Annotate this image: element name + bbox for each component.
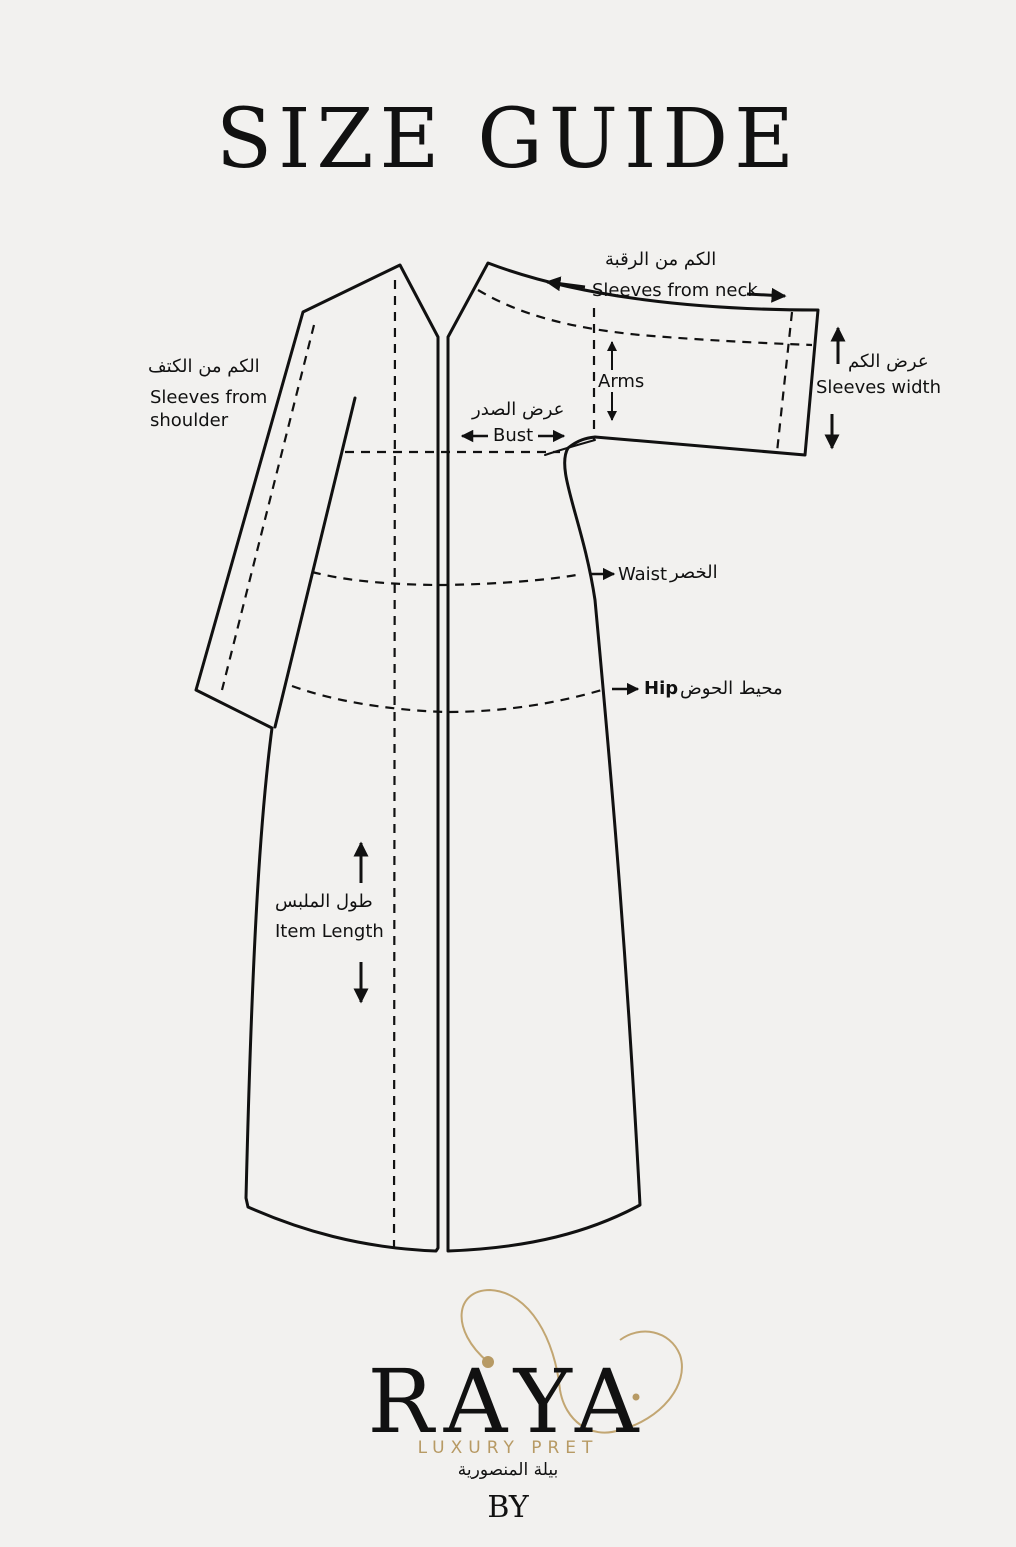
hip-en: Hip (644, 678, 679, 699)
item-length-ar: طول الملبس (275, 891, 373, 912)
sleeve-cuff-dashed (775, 311, 794, 453)
sleeves-width-en: Sleeves width (816, 377, 942, 398)
garment-left-outline (194, 263, 440, 1253)
shoulder-curve (544, 439, 596, 456)
brand-swirl (460, 1288, 683, 1434)
brand-logo: RAYA (367, 1350, 649, 1453)
garment-right-outline (446, 261, 820, 1253)
sleeves-from-neck-ar: الكم من الرقبة (605, 249, 717, 270)
neck-sleeve-dashed (477, 289, 813, 347)
left-sleeve-dashed (220, 324, 316, 691)
waist-en: Waist (618, 564, 668, 585)
brand-arabic: بيلة المنصورية (457, 1460, 559, 1480)
waist-ar: الخصر (670, 562, 718, 583)
hip-dashed-line (291, 684, 603, 714)
page-title: SIZE GUIDE (215, 92, 801, 187)
sleeves-from-shoulder-en-2: shoulder (150, 410, 229, 431)
left-arrow-icon (545, 276, 586, 292)
hip-ar: محيط الحوض (680, 678, 783, 699)
right-arrow-icon (746, 287, 787, 303)
brand-dot-right (632, 1393, 640, 1401)
bust-en: Bust (493, 425, 534, 446)
item-length-en: Item Length (275, 921, 384, 942)
sleeves-from-shoulder-en-1: Sleeves from (150, 387, 268, 408)
sleeves-from-neck-en: Sleeves from neck (592, 280, 758, 301)
center-dashed-line-left (392, 279, 397, 1251)
left-sleeve-slit (273, 396, 357, 729)
brand-by: BY (487, 1490, 529, 1525)
brand-dot-left (482, 1356, 494, 1368)
arms-label: Arms (598, 371, 645, 392)
waist-dashed-line (311, 570, 583, 587)
sleeves-from-shoulder-ar: الكم من الكتف (148, 356, 260, 377)
bust-ar: عرض الصدر (472, 399, 565, 420)
brand-tagline: LUXURY PRET (417, 1438, 599, 1458)
sleeves-width-ar: عرض الكم (848, 351, 929, 372)
